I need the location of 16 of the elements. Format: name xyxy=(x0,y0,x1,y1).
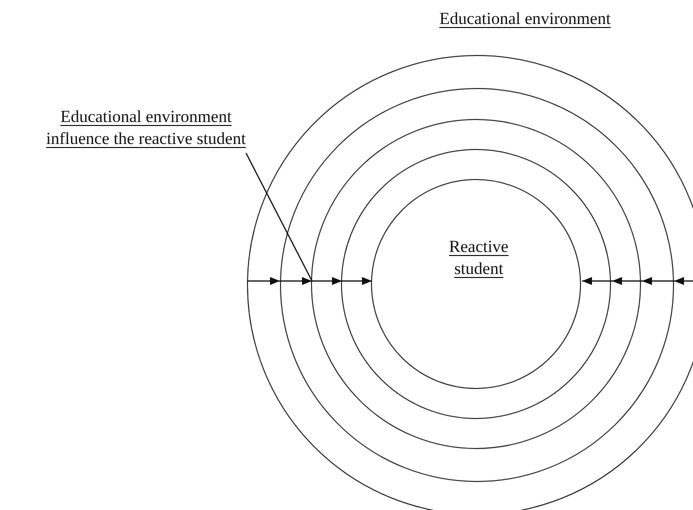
arrow xyxy=(582,277,612,285)
callout-text: Educational environment influence the reactive student xyxy=(30,106,262,150)
circle xyxy=(370,178,581,389)
circle xyxy=(280,88,674,482)
arrow xyxy=(312,277,342,285)
arrow xyxy=(280,277,312,285)
arrow xyxy=(612,277,642,285)
circle-label: Reactive student xyxy=(448,236,510,280)
leader-line xyxy=(245,152,313,282)
circle xyxy=(311,119,642,450)
circle xyxy=(341,149,612,420)
diagram-heading: Educational environment xyxy=(438,8,612,30)
arrow xyxy=(674,277,693,285)
arrow xyxy=(642,277,674,285)
arrow xyxy=(247,277,280,285)
arrow xyxy=(342,277,372,285)
